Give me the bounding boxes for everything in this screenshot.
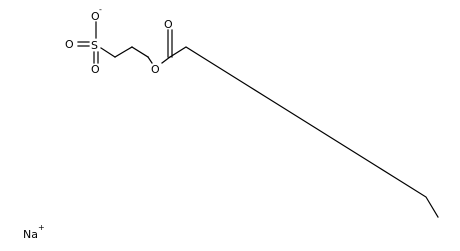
bonds [77, 21, 439, 218]
atom-s: S [91, 39, 98, 52]
atom-o-left: O [65, 38, 74, 51]
atom-o-ester: O [151, 63, 160, 76]
charge-o-minus: - [99, 5, 102, 14]
atom-labels: O - O S O O O Na + [23, 5, 173, 241]
bond-c2-c3 [131, 46, 149, 58]
atom-na: Na [23, 228, 38, 241]
atom-o-bottom: O [91, 63, 100, 76]
bond-s-c1 [100, 47, 116, 58]
bond-alkyl-chain [169, 46, 439, 218]
bond-o-ester-carbonyl [161, 56, 171, 64]
bond-c3-o-ester [147, 56, 153, 64]
atom-o-carbonyl: O [164, 18, 173, 31]
atom-o-top: O [91, 10, 100, 23]
bond-c1-c2 [114, 46, 133, 58]
charge-na-plus: + [38, 223, 45, 232]
